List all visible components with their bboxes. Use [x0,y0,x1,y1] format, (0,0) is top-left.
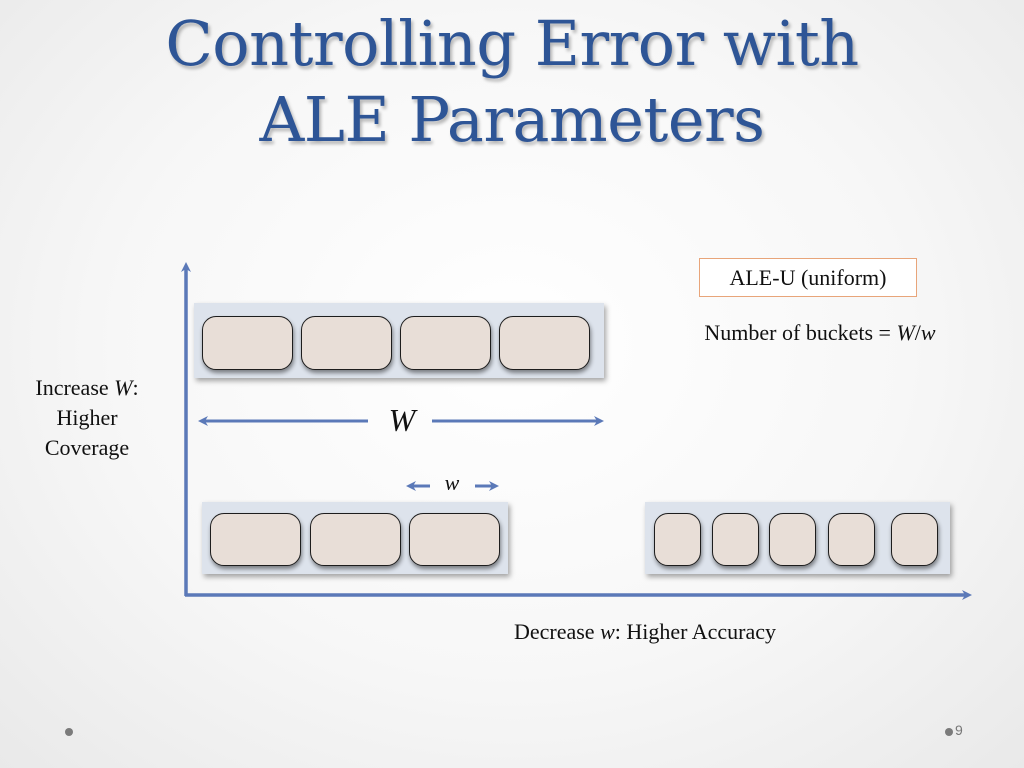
buckets-formula-slash: / [914,320,921,345]
page-number: 9 [955,722,963,738]
bucket-width-label: w [444,470,460,495]
footer-bullet-left [65,728,73,736]
x-axis-label: Decrease w: Higher Accuracy [440,617,850,647]
x-axis-label-suffix: : Higher Accuracy [614,619,777,644]
buckets-formula-prefix: Number of buckets = [704,320,897,345]
footer-bullet-right [945,728,953,736]
bucket-tray-top [194,303,604,378]
y-axis-label-line-2: Higher [56,405,118,430]
bucket [828,513,875,566]
x-axis-label-prefix: Decrease [513,619,601,644]
x-axis-label-var: w [600,619,615,644]
bucket [712,513,759,566]
y-axis-label-var: W [114,375,133,400]
y-axis-label-line-3: Coverage [44,435,130,460]
title-line-1: Controlling Error with [165,7,859,80]
bucket-tray-bottom-left [202,502,508,574]
bucket [499,316,590,370]
bucket [769,513,816,566]
y-axis-label-colon: : [132,375,139,400]
y-axis-label: Increase W: Higher Coverage [14,373,160,463]
y-axis-label-line-1: Increase W: [14,373,160,403]
bucket [310,513,401,566]
title-line-2: ALE Parameters [259,83,765,156]
slide-title: Controlling Error with ALE Parameters [0,6,1024,158]
bucket [654,513,701,566]
buckets-formula: Number of buckets = W/w [650,318,990,348]
window-width-label: W [388,402,416,438]
y-axis-label-prefix: Increase [35,375,115,400]
bucket [400,316,491,370]
bucket [301,316,392,370]
bucket [210,513,301,566]
legend-box: ALE-U (uniform) [699,258,917,297]
buckets-formula-w: w [920,320,936,345]
bucket-tray-bottom-right [645,502,950,574]
buckets-formula-W: W [896,320,915,345]
bucket [409,513,500,566]
bucket [202,316,293,370]
bucket [891,513,938,566]
